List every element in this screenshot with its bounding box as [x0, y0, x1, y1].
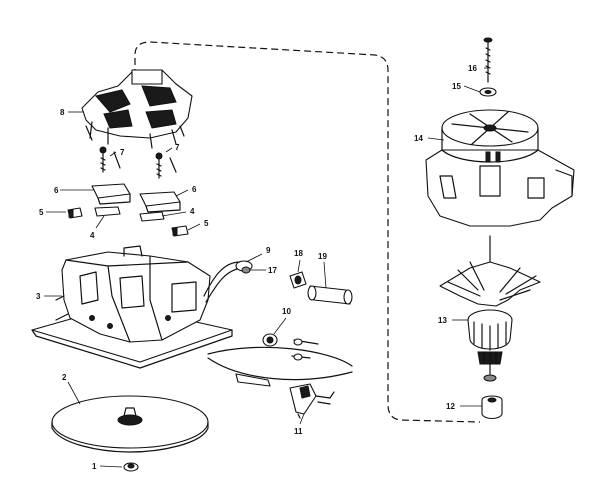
part-4-brush-plates	[94, 206, 165, 222]
label-part-4b: 4	[190, 207, 195, 216]
label-part-5b: 5	[204, 219, 209, 228]
part-6-brush-holders	[91, 183, 181, 213]
part-18-bushing	[289, 271, 307, 289]
label-part-10: 10	[282, 307, 291, 316]
part-8-switch-assembly	[81, 69, 193, 149]
part-14-upper-housing	[425, 109, 575, 227]
part-11-plug	[289, 383, 335, 419]
label-part-15: 15	[452, 82, 461, 91]
part-2-disc-plate	[51, 395, 209, 453]
part-5-brushes	[67, 207, 189, 237]
assembly-dashed-outline	[134, 41, 481, 423]
label-part-11: 11	[294, 427, 303, 436]
label-part-6b: 6	[192, 185, 197, 194]
label-part-4a: 4	[90, 231, 95, 240]
label-part-12: 12	[446, 402, 455, 411]
part-16-long-screw	[483, 37, 493, 83]
leader-lines	[44, 67, 488, 468]
part-12-bearing	[481, 395, 503, 420]
part-13-fan-armature	[439, 235, 541, 382]
label-part-7a: 7	[120, 148, 125, 157]
label-part-19: 19	[318, 252, 327, 261]
label-part-18: 18	[294, 249, 303, 258]
label-part-7b: 7	[175, 143, 180, 152]
label-part-2: 2	[62, 373, 67, 382]
part-7-screws	[99, 146, 177, 179]
part-10-cord-bushing	[207, 333, 353, 387]
label-part-16: 16	[468, 64, 477, 73]
part-1-nut	[123, 462, 139, 472]
label-part-8: 8	[60, 108, 65, 117]
label-part-6a: 6	[54, 186, 59, 195]
label-part-9: 9	[266, 246, 271, 255]
label-part-5a: 5	[39, 208, 44, 217]
part-19-connector-sleeve	[307, 285, 353, 305]
callout-labels: 8 7 7 6 6 5 5 4 4 3 9 17 18 19 10 11 2 1…	[36, 64, 477, 471]
part-3-motor-housing	[31, 245, 233, 369]
part-15-washer	[479, 87, 497, 97]
label-part-14: 14	[414, 134, 423, 143]
label-part-13: 13	[438, 316, 447, 325]
label-part-3: 3	[36, 292, 41, 301]
part-9-17-power-cord	[203, 260, 253, 303]
label-part-17: 17	[268, 266, 277, 275]
label-part-1: 1	[92, 462, 97, 471]
